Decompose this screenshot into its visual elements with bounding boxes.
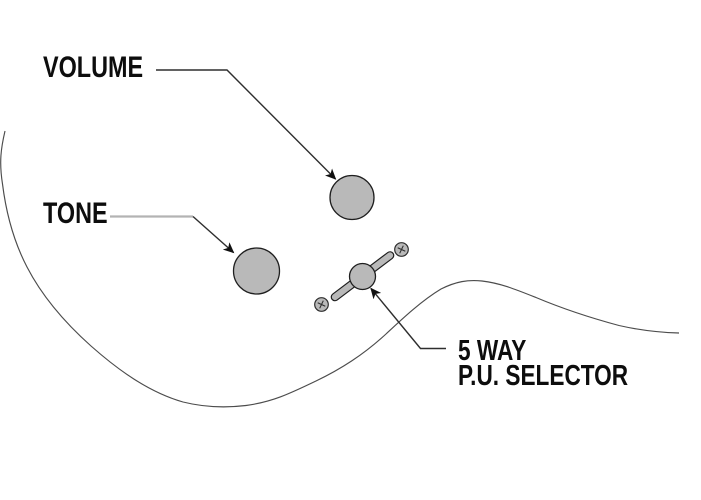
volume-leader-line xyxy=(156,69,337,180)
selector-label-line2: P.U. SELECTOR xyxy=(458,360,629,392)
selector-screw-bottom xyxy=(314,297,329,312)
selector-screw-top xyxy=(394,242,409,257)
selector-label: 5 WAY P.U. SELECTOR xyxy=(458,335,629,392)
volume-knob xyxy=(329,174,375,221)
volume-label: VOLUME xyxy=(43,51,144,84)
tone-leader-arrow xyxy=(192,215,235,254)
pickup-selector-switch xyxy=(314,242,409,312)
selector-label-line1: 5 WAY xyxy=(458,335,527,367)
tone-label: TONE xyxy=(43,197,108,230)
selector-pivot xyxy=(348,262,377,291)
screw-cross-icon xyxy=(319,300,324,309)
selector-leader-line xyxy=(370,287,446,350)
screw-cross-icon xyxy=(399,245,404,254)
tone-knob xyxy=(232,247,281,295)
guitar-body-outline xyxy=(0,130,680,408)
